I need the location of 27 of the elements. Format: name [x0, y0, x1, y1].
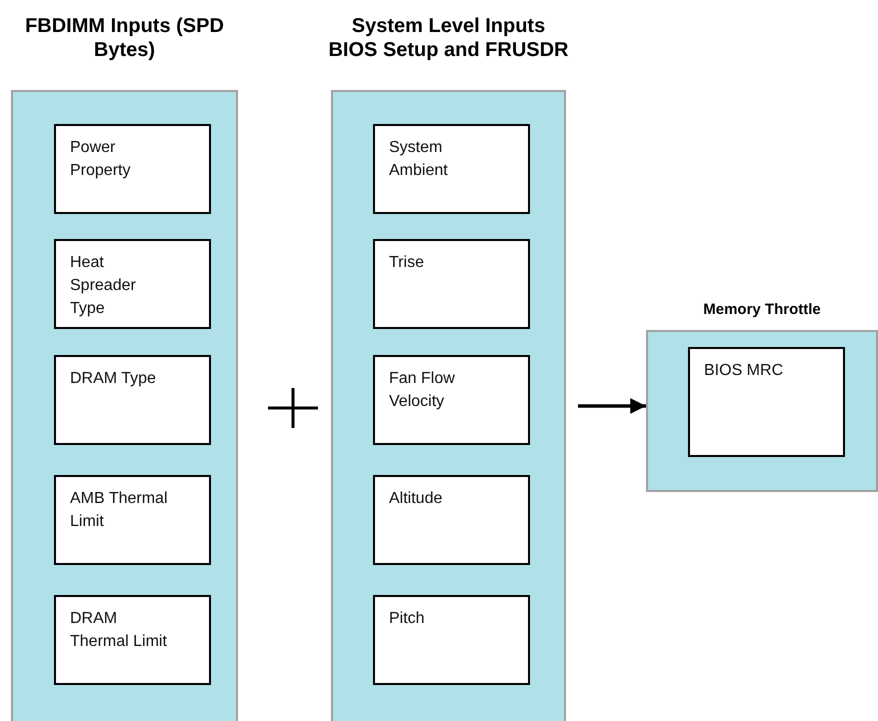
input-box	[54, 239, 211, 329]
panel-heading: FBDIMM Inputs (SPD Bytes)	[24, 14, 224, 62]
box-label: Altitude	[389, 489, 444, 509]
input-box	[373, 124, 530, 214]
box-label: AMB Thermal Limit	[70, 489, 169, 532]
input-box	[373, 355, 530, 445]
input-box	[54, 595, 211, 685]
box-label: DRAM Thermal Limit	[70, 609, 168, 652]
input-box	[373, 475, 530, 565]
panel-heading: BIOS Setup and FRUSDR	[327, 38, 570, 62]
box-label: Power Property	[70, 138, 132, 181]
input-box	[54, 475, 211, 565]
box-label: Heat Spreader Type	[70, 253, 137, 319]
box-label: BIOS MRC	[704, 361, 784, 381]
box-label: Fan Flow Velocity	[389, 369, 456, 412]
input-box	[688, 347, 845, 457]
panel-heading: System Level Inputs	[350, 14, 546, 38]
input-box	[54, 355, 211, 445]
box-label: Trise	[389, 253, 425, 273]
arrow	[578, 398, 646, 414]
input-box	[373, 239, 530, 329]
panel-heading: Memory Throttle	[702, 300, 822, 319]
input-box	[373, 595, 530, 685]
input-box	[54, 124, 211, 214]
box-label: Pitch	[389, 609, 426, 629]
box-label: DRAM Type	[70, 369, 157, 389]
box-label: System Ambient	[389, 138, 449, 181]
